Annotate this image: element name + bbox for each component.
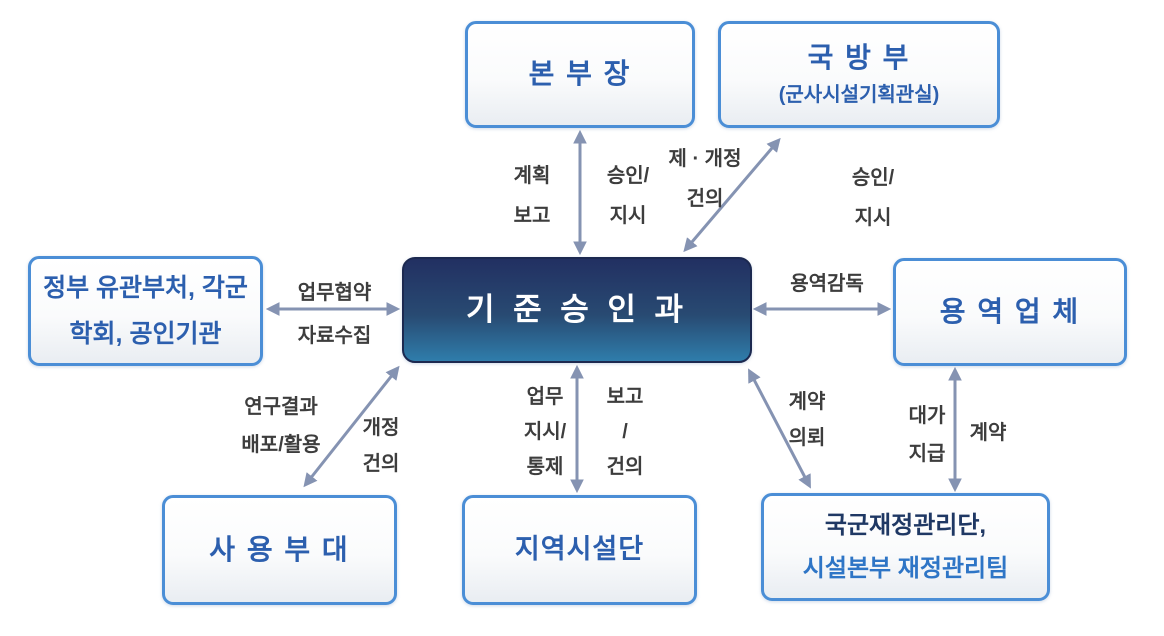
- label-center-mnd-right: 승인/ 지시: [838, 158, 908, 238]
- label-line: 업무협약: [297, 282, 372, 304]
- box-government-agencies-line1: 정부 유관부처, 각군: [43, 273, 248, 302]
- label-center-svc: 용역감독: [757, 264, 897, 304]
- label-center-user-left: 연구결과 배포/활용: [211, 388, 351, 464]
- label-line: 제 · 개정: [668, 148, 742, 170]
- box-regional-facility-group: 지역시설단: [462, 495, 697, 605]
- label-line: 보고: [513, 205, 551, 227]
- label-line: 지시: [854, 207, 892, 229]
- box-ministry-of-defense: 국 방 부 (군사시설기획관실): [718, 21, 1000, 128]
- box-regional-facility-group-title: 지역시설단: [514, 534, 645, 565]
- box-service-company-title: 용 역 업 체: [939, 295, 1081, 327]
- label-line: 계약: [969, 422, 1007, 444]
- label-line: 연구결과: [244, 396, 318, 418]
- box-standards-approval-division: 기 준 승 인 과: [402, 257, 752, 363]
- label-svc-fin-right: 계약: [953, 413, 1023, 453]
- box-finance-management: 국군재정관리단, 시설본부 재정관리팀: [761, 493, 1050, 601]
- box-headquarters-chief: 본 부 장: [465, 21, 695, 128]
- label-line: 자료수집: [297, 325, 372, 347]
- label-line: 배포/활용: [241, 434, 321, 456]
- box-finance-management-line2: 시설본부 재정관리팀: [802, 555, 1009, 582]
- label-line: 지급: [908, 443, 946, 465]
- label-line: 승인/: [851, 167, 895, 189]
- box-headquarters-chief-title: 본 부 장: [528, 58, 632, 90]
- label-line: 계약: [788, 391, 826, 413]
- label-center-rf-left: 업무 지시/ 통제: [510, 380, 580, 485]
- label-line: 개정: [362, 417, 400, 439]
- box-ministry-of-defense-title: 국 방 부: [807, 41, 911, 73]
- label-line: 의뢰: [788, 427, 826, 449]
- arrow-center-fin: [748, 368, 811, 489]
- box-ministry-of-defense-subtitle: (군사시설기획관실): [778, 84, 940, 107]
- label-line: 업무: [526, 386, 564, 408]
- label-line: 승인/: [606, 165, 650, 187]
- label-center-mnd-left: 제 · 개정 건의: [640, 139, 770, 219]
- label-line: 계획: [513, 165, 551, 187]
- box-government-agencies-line2: 학회, 공인기관: [69, 320, 222, 348]
- label-center-user-right: 개정 건의: [346, 410, 416, 482]
- label-line: 보고: [606, 386, 644, 408]
- box-government-agencies: 정부 유관부처, 각군 학회, 공인기관: [28, 256, 263, 366]
- label-center-gov: 업무협약 자료수집: [262, 272, 407, 358]
- label-line: 지시/: [523, 421, 567, 443]
- label-svc-fin-left: 대가 지급: [892, 397, 962, 473]
- label-line: 대가: [908, 405, 946, 427]
- box-user-units: 사 용 부 대: [162, 495, 397, 605]
- box-finance-management-line1: 국군재정관리단,: [824, 511, 987, 539]
- label-line: 건의: [362, 453, 400, 475]
- arrow-center-mnd: [683, 137, 781, 253]
- label-center-hq-left: 계획 보고: [497, 156, 567, 236]
- label-line: 건의: [606, 456, 644, 478]
- label-center-hq-right: 승인/ 지시: [593, 156, 663, 236]
- label-center-rf-right: 보고 / 건의: [590, 380, 660, 485]
- box-standards-approval-division-title: 기 준 승 인 과: [465, 292, 689, 328]
- box-user-units-title: 사 용 부 대: [209, 533, 350, 565]
- label-center-fin: 계약 의뢰: [772, 384, 842, 456]
- label-line: 용역감독: [790, 273, 864, 295]
- label-line: 건의: [686, 188, 724, 210]
- label-line: /: [622, 421, 628, 443]
- label-line: 통제: [526, 456, 564, 478]
- box-service-company: 용 역 업 체: [893, 258, 1127, 366]
- arrow-center-user: [303, 365, 400, 488]
- label-line: 지시: [609, 205, 647, 227]
